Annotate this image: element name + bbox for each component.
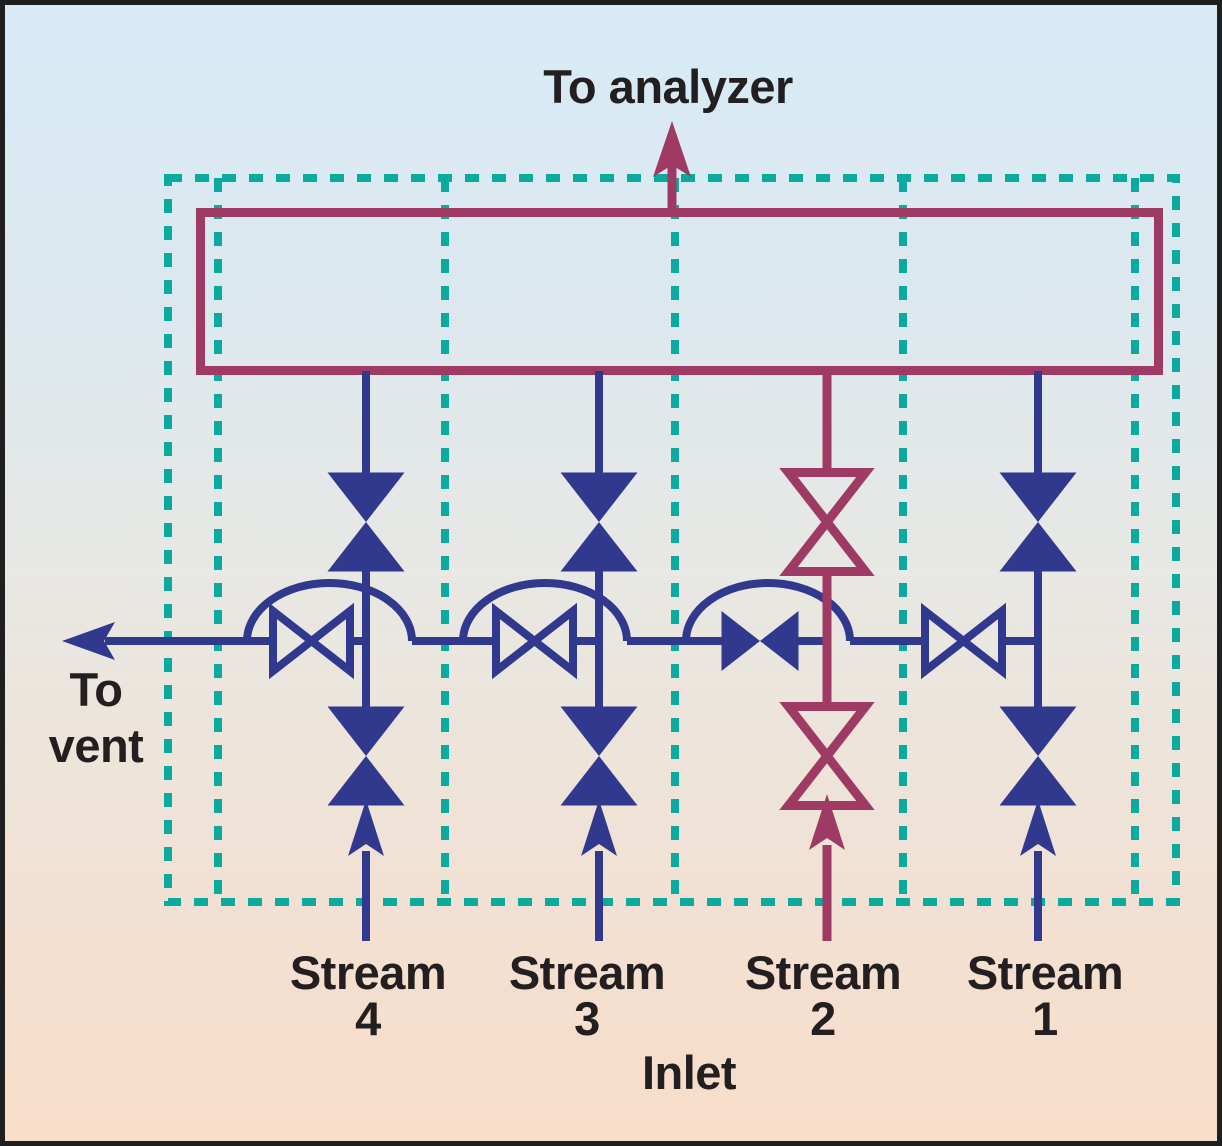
- bleed-valve-open-stream-3-icon: [492, 602, 577, 680]
- stream-4-label: Stream 4: [289, 946, 447, 1045]
- stream-4-inlet-arrow-icon: [348, 800, 384, 856]
- to-vent-line1: To: [69, 663, 123, 716]
- block-valve-upper-stream-3-icon: [560, 472, 638, 572]
- to-vent-line2: vent: [48, 719, 144, 772]
- to-analyzer-label: To analyzer: [543, 60, 793, 113]
- stream-4-number: 4: [355, 992, 381, 1045]
- block-valve-lower-stream-2-icon: [779, 702, 875, 810]
- bleed-valve-open-stream-1-icon: [921, 602, 1006, 680]
- stream-1-number: 1: [1032, 992, 1058, 1045]
- bleed-valve-open-stream-4-icon: [269, 602, 354, 680]
- block-valve-lower-stream-4-icon: [327, 706, 405, 806]
- analyzer-arrow-head-icon: [653, 121, 691, 177]
- stream-2-branch: [779, 371, 875, 941]
- stream-3-word: Stream: [508, 946, 666, 999]
- stream-3-number: 3: [574, 992, 600, 1045]
- block-valve-lower-stream-1-icon: [999, 706, 1077, 806]
- crossover-arc-stream-2: [682, 579, 854, 642]
- block-valve-upper-stream-2-icon: [779, 468, 875, 576]
- stream-3-branch: [560, 371, 638, 941]
- stream-2-number: 2: [810, 992, 836, 1045]
- inlet-label: Inlet: [641, 1046, 737, 1099]
- stream-1-branch: [999, 371, 1077, 941]
- module-boundaries: [164, 174, 1180, 906]
- stream-1-word: Stream: [966, 946, 1124, 999]
- block-valve-upper-stream-4-icon: [327, 472, 405, 572]
- piping-diagram: [62, 121, 1180, 941]
- crossover-arc-stream-4: [243, 579, 416, 642]
- stream-3-label: Stream 3: [508, 946, 666, 1045]
- crossover-arc-stream-3: [459, 579, 631, 642]
- vent-header: [62, 579, 1038, 680]
- stream-2-inlet-arrow-icon: [809, 794, 845, 850]
- stream-4-branch: [327, 371, 405, 941]
- stream-4-word: Stream: [289, 946, 447, 999]
- stream-1-inlet-arrow-icon: [1020, 800, 1056, 856]
- stream-3-inlet-arrow-icon: [581, 800, 617, 856]
- analyzer-manifold: [196, 121, 1163, 375]
- stream-2-label: Stream 2: [744, 946, 902, 1045]
- stream-2-word: Stream: [744, 946, 902, 999]
- block-valve-lower-stream-3-icon: [560, 706, 638, 806]
- manifold-loop: [196, 208, 1163, 375]
- vent-arrow-head-icon: [62, 622, 115, 660]
- block-valve-upper-stream-1-icon: [999, 472, 1077, 572]
- bleed-valve-closed-stream-2-icon: [721, 611, 799, 671]
- to-vent-label: To vent: [49, 666, 144, 769]
- stream-1-label: Stream 1: [966, 946, 1124, 1045]
